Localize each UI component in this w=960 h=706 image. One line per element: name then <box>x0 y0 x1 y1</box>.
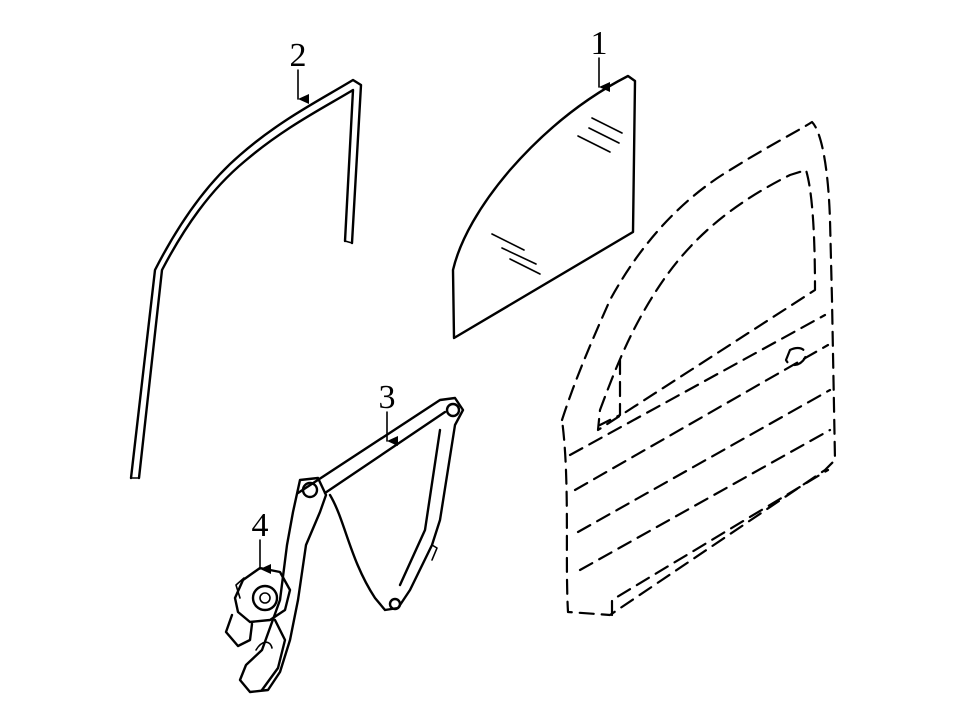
callout-4-number: 4 <box>252 507 269 544</box>
part-2-run-channel <box>129 78 363 480</box>
part-3-window-regulator <box>238 396 465 694</box>
part-4-regulator-motor <box>224 566 292 648</box>
callout-labels: 1 2 3 4 <box>252 25 608 544</box>
callout-3-number: 3 <box>379 379 396 416</box>
callout-2-number: 2 <box>290 37 307 74</box>
callout-arrows <box>259 57 610 574</box>
door-shell-outline <box>560 120 837 617</box>
callout-1-number: 1 <box>591 25 608 62</box>
part-1-door-glass <box>451 74 637 340</box>
